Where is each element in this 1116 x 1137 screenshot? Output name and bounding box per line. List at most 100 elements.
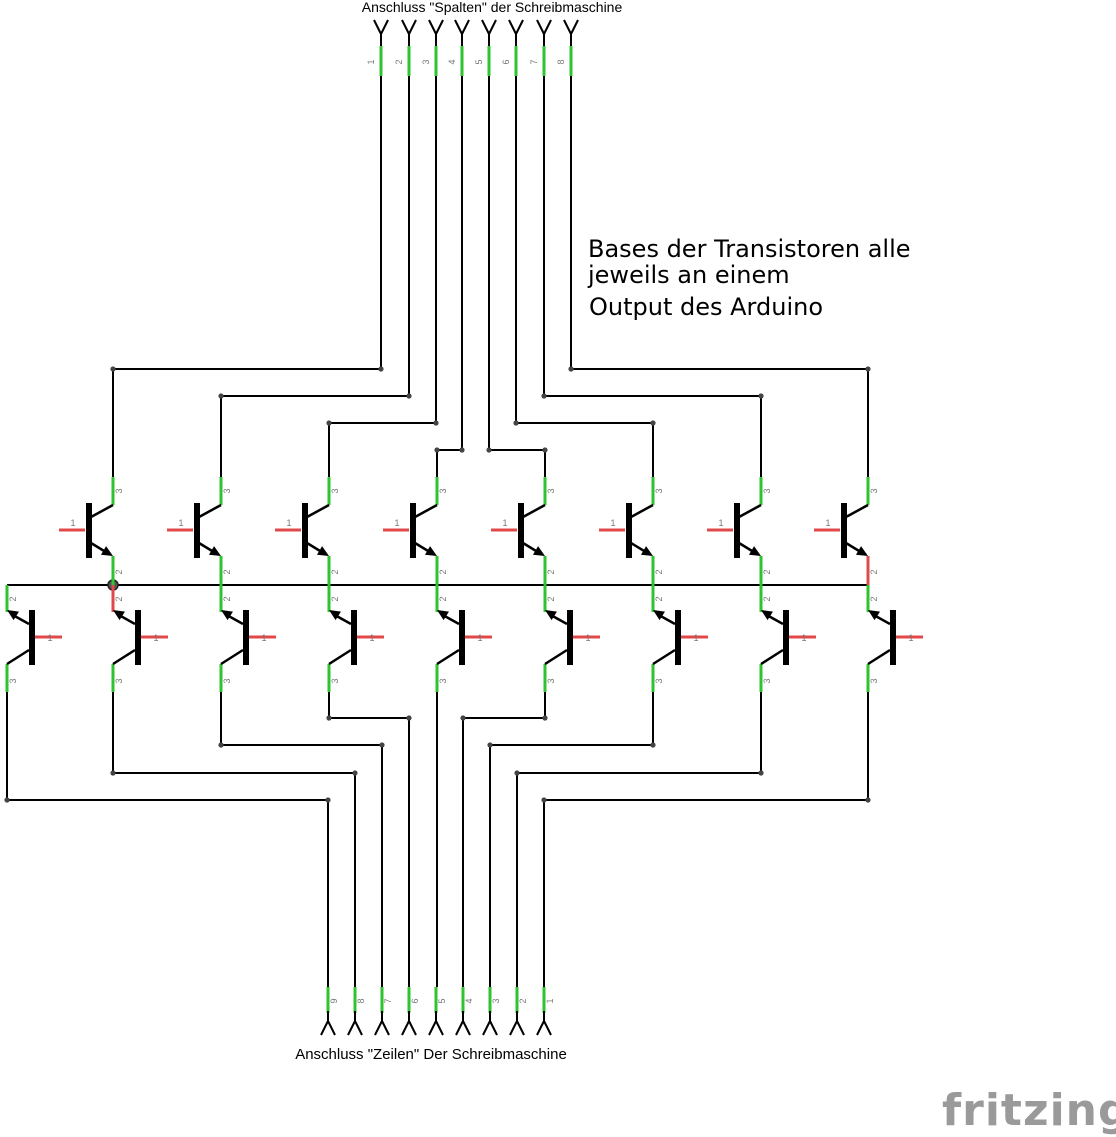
base-pin-label: 1	[585, 633, 590, 643]
connector-fork	[543, 1020, 552, 1036]
connector-fork	[381, 1020, 390, 1036]
base-pin-label: 1	[718, 518, 723, 528]
wire-bendpoint	[434, 447, 440, 453]
connector-fork	[508, 19, 517, 35]
emitter-arrow	[532, 546, 545, 556]
emitter-arrow	[100, 546, 113, 556]
collector-lead	[652, 648, 676, 666]
connector-fork	[347, 1020, 356, 1036]
column-wire-7	[543, 76, 762, 477]
top-connector-pin-2-label: 2	[394, 59, 404, 64]
emitter-pin-label: 2	[114, 569, 124, 574]
collector-pin-label: 3	[762, 678, 772, 683]
bottom-connector-pin-5-label: 5	[437, 998, 447, 1003]
base-pin-label: 1	[610, 518, 615, 528]
emitter-pin-label: 2	[330, 596, 340, 601]
wire-bendpoint	[326, 420, 332, 426]
column-wire-1	[112, 76, 382, 477]
base-pin-label: 1	[908, 633, 913, 643]
connector-fork	[380, 19, 389, 35]
wire-bendpoint	[4, 797, 10, 803]
emitter-arrow	[748, 546, 761, 556]
npn-transistor-icon-5	[518, 503, 524, 558]
connector-fork	[481, 19, 490, 35]
wire-bendpoint	[110, 770, 116, 776]
bottom-connector-pin-1-label: 1	[545, 998, 555, 1003]
wire-bendpoint	[460, 715, 466, 721]
connector-fork	[454, 19, 463, 35]
connector-fork	[354, 1020, 363, 1036]
emitter-pin-label: 2	[438, 569, 448, 574]
wire-bendpoint	[326, 715, 332, 721]
row-wire-4	[328, 692, 410, 987]
column-wire-3	[328, 76, 437, 477]
emitter-arrow	[437, 610, 449, 621]
connector-fork	[461, 19, 470, 35]
connector-fork	[401, 19, 410, 35]
emitter-arrow	[855, 546, 868, 556]
column-wire-5	[488, 76, 546, 477]
wire-bendpoint	[406, 393, 412, 399]
npn-transistor-icon-bottom-3	[243, 610, 249, 665]
bottom-connector-pin-7-label: 7	[383, 998, 393, 1003]
collector-lead	[220, 648, 244, 666]
connector-fork	[408, 1020, 417, 1036]
row-wire-9	[543, 692, 869, 987]
wire-bendpoint	[110, 366, 116, 372]
top-connector-pin-5-label: 5	[474, 59, 484, 64]
emitter-pin-label: 2	[222, 596, 232, 601]
connector-fork	[482, 1020, 491, 1036]
npn-transistor-icon-bottom-1	[29, 610, 35, 665]
wire-bendpoint	[433, 420, 439, 426]
collector-pin-label: 3	[654, 488, 664, 493]
wire-bendpoint	[487, 742, 493, 748]
npn-transistor-icon-1	[86, 503, 92, 558]
wire-bendpoint	[218, 393, 224, 399]
npn-transistor-icon-6	[626, 503, 632, 558]
collector-lead	[112, 648, 136, 666]
collector-lead	[414, 503, 438, 519]
wire-bendpoint	[541, 797, 547, 803]
column-wire-6	[515, 76, 654, 477]
wire-bendpoint	[218, 742, 224, 748]
top-connector-pin-8-label: 8	[556, 59, 566, 64]
emitter-pin-label: 2	[654, 596, 664, 601]
collector-pin-label: 3	[222, 488, 232, 493]
base-pin-label: 1	[178, 518, 183, 528]
wire-bendpoint	[865, 797, 871, 803]
emitter-arrow	[653, 610, 665, 621]
column-wire-8	[570, 76, 869, 477]
column-wire-2	[220, 76, 410, 477]
collector-lead	[867, 648, 891, 666]
connector-fork	[516, 1020, 525, 1036]
connector-fork	[509, 1020, 518, 1036]
emitter-pin-label: 2	[762, 596, 772, 601]
npn-transistor-icon-bottom-2	[135, 610, 141, 665]
connector-fork	[428, 19, 437, 35]
collector-pin-label: 3	[8, 678, 18, 683]
connector-fork	[515, 19, 524, 35]
connector-fork	[455, 1020, 464, 1036]
emitter-arrow	[208, 546, 221, 556]
wire-bendpoint	[352, 770, 358, 776]
wire-bendpoint	[568, 366, 574, 372]
emitter-pin-label: 2	[8, 596, 18, 601]
wires	[4, 76, 871, 987]
npn-transistor-icon-3	[302, 503, 308, 558]
emitter-pin-label: 2	[222, 569, 232, 574]
npn-transistor-icon-bottom-6	[567, 610, 573, 665]
wire-bendpoint	[542, 715, 548, 721]
collector-lead	[738, 503, 762, 519]
column-wire-4	[436, 76, 463, 477]
connector-fork	[435, 19, 444, 35]
collector-pin-label: 3	[546, 678, 556, 683]
base-pin-label: 1	[477, 633, 482, 643]
collector-lead	[328, 648, 352, 666]
npn-transistor-icon-bottom-4	[351, 610, 357, 665]
parts	[6, 503, 896, 666]
collector-pin-label: 3	[869, 488, 879, 493]
bottom-connector-title: Anschluss "Zeilen" Der Schreibmaschine	[295, 1046, 567, 1063]
collector-pin-label: 3	[330, 488, 340, 493]
collector-lead	[630, 503, 654, 519]
